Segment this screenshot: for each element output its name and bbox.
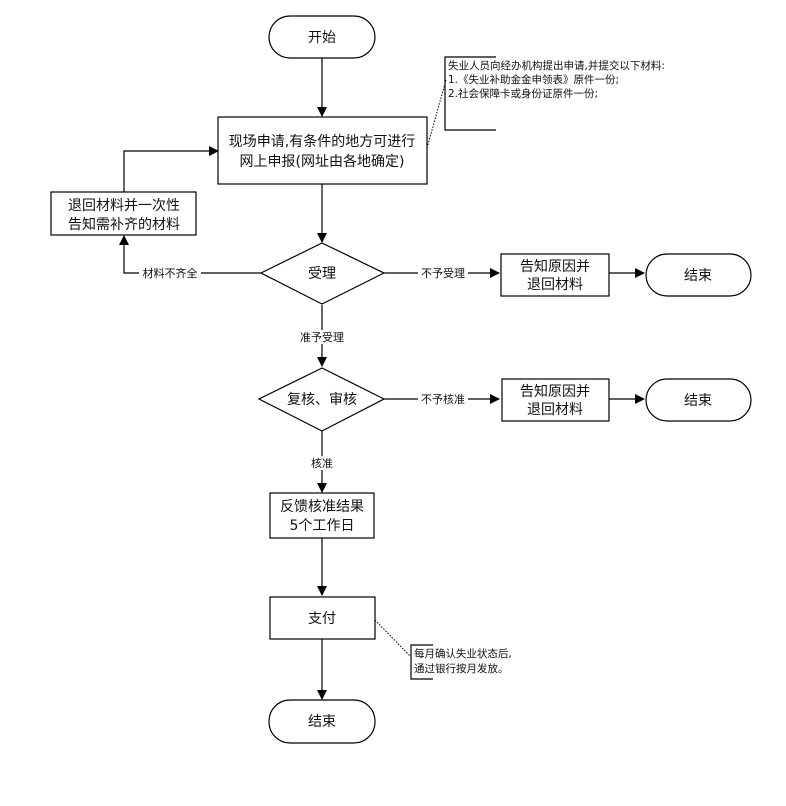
node-review-text: 复核、审核 [287,391,357,408]
node-return-line-1: 退回材料并一次性 [68,198,180,214]
node-accept-decision[interactable]: 受理 [259,242,386,305]
edge-labels: 材料不齐全 不予受理 准予受理 不予核准 核准 [139,266,468,470]
node-end-1[interactable]: 结束 [645,253,752,297]
annotation-pay-line-1: 每月确认失业状态后, [414,647,512,660]
label-approved: 核准 [311,456,333,470]
node-end-final-text: 结束 [308,714,336,730]
node-end1-text: 结束 [684,268,712,284]
annotation-apply-note: 失业人员向经办机构提出申请,并提交以下材料: 1.《失业补助金金申领表》原件一份… [444,56,665,131]
node-feedback-line-1: 反馈核准结果 [280,499,364,515]
annotation-pay-line-2: 通过银行按月发放。 [414,662,509,675]
node-feedback-line-2: 5个工作日 [290,518,355,534]
label-not-accepted: 不予受理 [421,267,465,280]
annotation-apply-line-1: 失业人员向经办机构提出申请,并提交以下材料: [448,59,665,72]
node-reject-notice-1[interactable]: 告知原因并 退回材料 [500,253,610,297]
node-end-final[interactable]: 结束 [268,699,376,744]
node-end2-text: 结束 [684,393,712,409]
node-apply-line-2: 网上申报(网址由各地确定) [240,154,405,170]
node-reject-notice-2[interactable]: 告知原因并 退回材料 [501,378,610,422]
edge-accept-to-return [119,235,261,274]
edge-return-to-apply [123,146,219,192]
node-return-line-2: 告知需补齐的材料 [68,216,180,233]
annotation-apply-line-3: 2.社会保障卡或身份证原件一份; [448,87,598,100]
annotation-bracket [444,56,496,131]
note-leader-apply [426,79,447,149]
node-reject1-line-1: 告知原因并 [520,258,590,275]
node-start-text: 开始 [308,30,336,46]
node-pay[interactable]: 支付 [269,596,376,640]
node-reject2-line-1: 告知原因并 [520,383,590,400]
node-pay-text: 支付 [308,611,336,627]
annotation-bracket [410,644,433,680]
label-accepted: 准予受理 [300,331,344,344]
node-accept-text: 受理 [308,266,336,282]
annotation-apply-line-2: 1.《失业补助金金申领表》原件一份; [448,73,619,86]
node-review-decision[interactable]: 复核、审核 [257,367,386,432]
node-start[interactable]: 开始 [268,15,376,59]
node-apply[interactable]: 现场申请,有条件的地方可进行 网上申报(网址由各地确定) [217,116,428,185]
node-apply-line-1: 现场申请,有条件的地方可进行 [229,133,415,150]
annotation-pay-note: 每月确认失业状态后, 通过银行按月发放。 [410,644,512,680]
node-end-2[interactable]: 结束 [645,378,752,422]
node-return-materials[interactable]: 退回材料并一次性 告知需补齐的材料 [50,191,197,236]
node-reject2-line-2: 退回材料 [527,402,583,418]
node-feedback[interactable]: 反馈核准结果 5个工作日 [269,492,375,539]
label-incomplete: 材料不齐全 [143,266,198,280]
label-not-approved: 不予核准 [421,392,465,406]
node-reject1-line-2: 退回材料 [527,277,583,293]
note-leader-pay [374,619,411,657]
